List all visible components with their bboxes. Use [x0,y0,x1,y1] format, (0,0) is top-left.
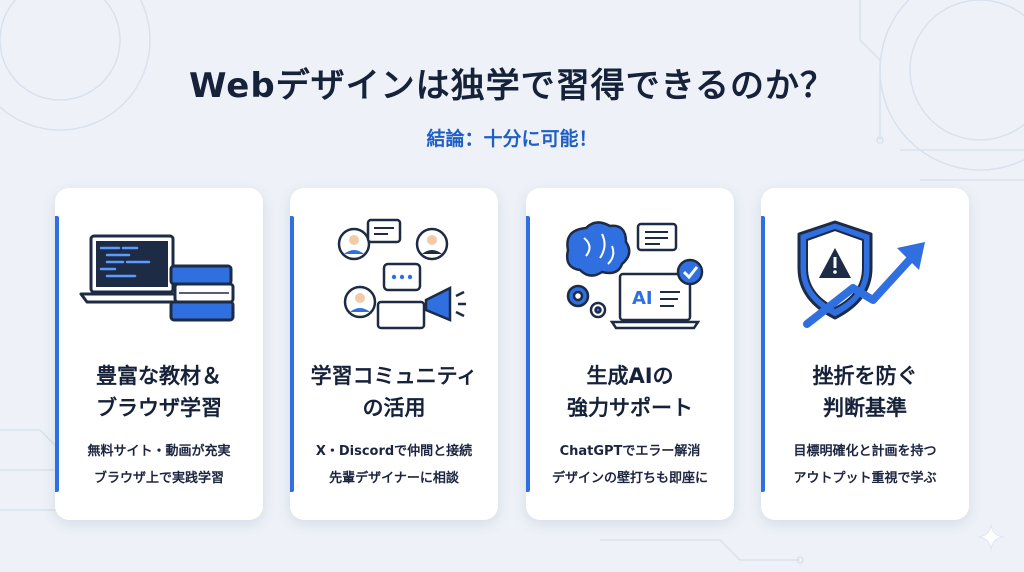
card-community: 学習コミュニティ の活用 X・Discordで仲間と接続 先輩デザイナーに相談 [290,188,498,520]
brain-icon [566,221,631,277]
community-people-icon [337,218,449,330]
laptop-code-icon [79,234,185,304]
card-accent-bar [761,216,765,492]
card-accent-bar [526,216,530,492]
card-description: 無料サイト・動画が充実 ブラウザ上で実践学習 [87,444,231,486]
card-prevent-failure: 挫折を防ぐ 判断基準 目標明確化と計画を持つ アウトプット重視で学ぶ [761,188,969,520]
svg-text:AI: AI [632,288,653,309]
card-heading: 挫折を防ぐ 判断基準 [812,364,918,420]
card-heading: 豊富な教材＆ ブラウザ学習 [96,364,222,420]
sparkle-icon [978,524,1004,550]
card-heading: 学習コミュニティ の活用 [310,364,478,420]
chat-bubble-icon [636,222,678,252]
community-illustration [337,218,466,330]
card-accent-bar [55,216,59,492]
card-description: ChatGPTでエラー解消 デザインの壁打ちも即座に [551,444,708,486]
shield-growth-illustration [797,220,925,328]
card-heading: 生成AIの 強力サポート [567,364,693,420]
card-description: 目標明確化と計画を持つ アウトプット重視で学ぶ [793,444,937,486]
page-title: Webデザインは独学で習得できるのか？ [188,66,835,106]
card-learning-materials: 豊富な教材＆ ブラウザ学習 無料サイト・動画が充実 ブラウザ上で実践学習 [55,188,263,520]
card-accent-bar [290,216,294,492]
card-generative-ai: AI 生成AIの 強力サポート ChatGPTでエラー解消 デザインの壁打ちも即… [526,188,734,520]
ai-laptop-icon: AI [609,258,704,330]
warning-shield-icon [797,220,873,320]
growth-arrow-icon [803,242,925,328]
laptop-books-illustration [79,234,235,322]
ai-illustration: AI [566,221,704,330]
page-subtitle: 結論：十分に可能！ [426,128,598,150]
books-icon [169,264,235,322]
card-description: X・Discordで仲間と接続 先輩デザイナーに相談 [315,444,473,486]
gears-icon [566,284,607,319]
megaphone-icon [424,285,466,322]
